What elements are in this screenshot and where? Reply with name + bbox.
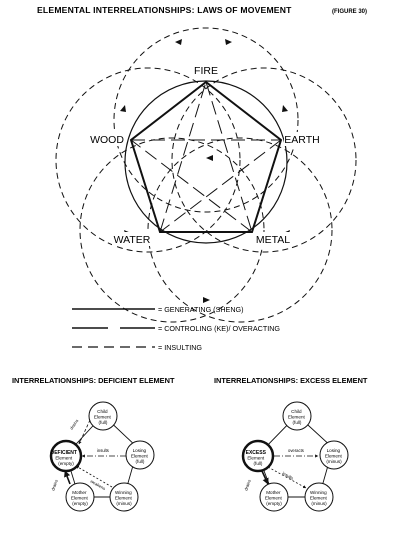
element-water: WATER	[114, 234, 151, 246]
element-earth: EARTH	[284, 134, 319, 146]
deficient-edge-mid: insults	[97, 448, 109, 453]
deficient-center: DEFICIENT Element (empty)	[51, 441, 82, 466]
deficient-losing: Losing Element (full)	[131, 448, 149, 464]
controlling-pentagon	[129, 80, 283, 233]
figure-title: ELEMENTAL INTERRELATIONSHIPS: LAWS OF MO…	[37, 5, 292, 15]
element-fire: FIRE	[194, 65, 218, 77]
element-wood: WOOD	[90, 134, 124, 146]
inner-star	[130, 81, 282, 233]
legend: = GENERATING (SHENG) = CONTROLING (KE)/ …	[72, 305, 280, 352]
excess-winning: Winning Element (minus)	[310, 490, 328, 506]
deficient-mother: Mother Element (empty)	[71, 490, 89, 506]
deficient-edge-top: drains	[69, 418, 80, 430]
excess-child: Child Element (full)	[288, 409, 306, 425]
figure-number: (FIGURE 30)	[332, 9, 367, 15]
excess-edge-left: drains	[243, 479, 252, 491]
excess-losing: Losing Element (minus)	[325, 448, 343, 464]
excess-mother: Mother Element (empty)	[265, 490, 283, 506]
legend-insulting: = INSULTING	[158, 343, 202, 352]
deficient-diagram	[49, 401, 155, 512]
legend-controlling: = CONTROLING (KE)/ OVERACTING	[158, 324, 280, 333]
arc-arrows	[120, 39, 290, 303]
deficient-child: Child Element (full)	[94, 409, 112, 425]
excess-edge-mid: overacts	[288, 448, 304, 453]
insulting-arcs	[55, 27, 357, 323]
excess-labels: EXCESS Element (full) Child Element (ful…	[243, 409, 343, 506]
excess-title: INTERRELATIONSHIPS: EXCESS ELEMENT	[214, 376, 368, 385]
element-metal: METAL	[256, 234, 290, 246]
deficient-title: INTERRELATIONSHIPS: DEFICIENT ELEMENT	[12, 376, 175, 385]
excess-center: EXCESS Element (full)	[246, 441, 271, 466]
deficient-winning: Winning Element (minus)	[115, 490, 133, 506]
generating-circle	[124, 80, 288, 244]
legend-generating: = GENERATING (SHENG)	[158, 305, 244, 314]
excess-diagram	[241, 401, 349, 512]
excess-edge-diag: insults	[282, 471, 295, 481]
element-labels: FIRE EARTH METAL WATER WOOD	[89, 63, 320, 246]
deficient-edge-left: drains	[50, 479, 59, 491]
main-diagram	[55, 27, 357, 323]
